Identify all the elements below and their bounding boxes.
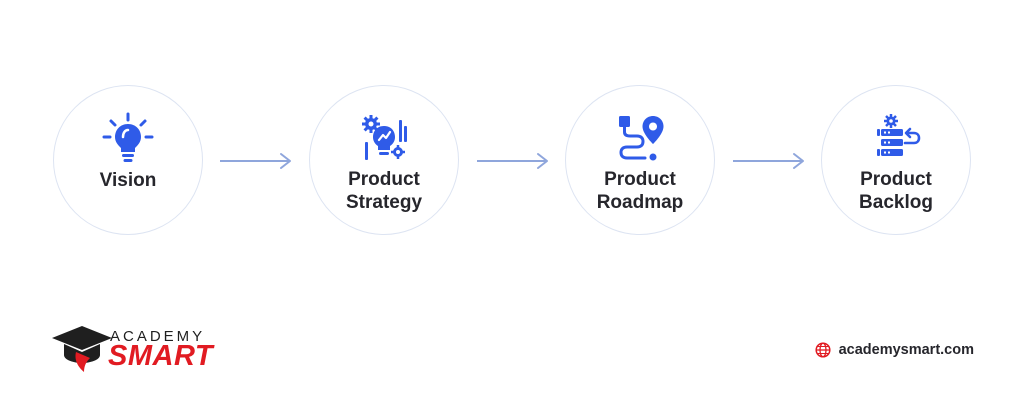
- logo-smart-text: SMART: [108, 340, 214, 372]
- step-label-vision: Vision: [99, 170, 157, 191]
- step-label-backlog: Product Backlog: [859, 169, 933, 213]
- graduation-cap-icon: [52, 326, 112, 372]
- step-product-backlog: Product Backlog: [821, 85, 971, 235]
- arrow-right-icon: [732, 152, 806, 170]
- brand-logo[interactable]: ACADEMY SMART: [50, 322, 214, 374]
- website-link[interactable]: academysmart.com: [815, 340, 974, 360]
- step-label-strategy: Product Strategy: [345, 169, 423, 213]
- logo-academy-text: ACADEMY: [110, 328, 206, 345]
- step-vision: Vision: [53, 85, 203, 235]
- arrow-right-icon: [219, 152, 293, 170]
- arrow-right-icon: [476, 152, 550, 170]
- step-label-roadmap: Product Roadmap: [596, 169, 684, 213]
- roadmap-pin-icon: [613, 112, 667, 166]
- globe-icon: [815, 342, 831, 358]
- website-text[interactable]: academysmart.com: [838, 342, 974, 358]
- step-product-strategy: Product Strategy: [309, 85, 459, 235]
- lightbulb-icon: [101, 112, 155, 166]
- strategy-gears-icon: [357, 112, 411, 166]
- step-product-roadmap: Product Roadmap: [565, 85, 715, 235]
- backlog-stack-icon: [869, 112, 923, 166]
